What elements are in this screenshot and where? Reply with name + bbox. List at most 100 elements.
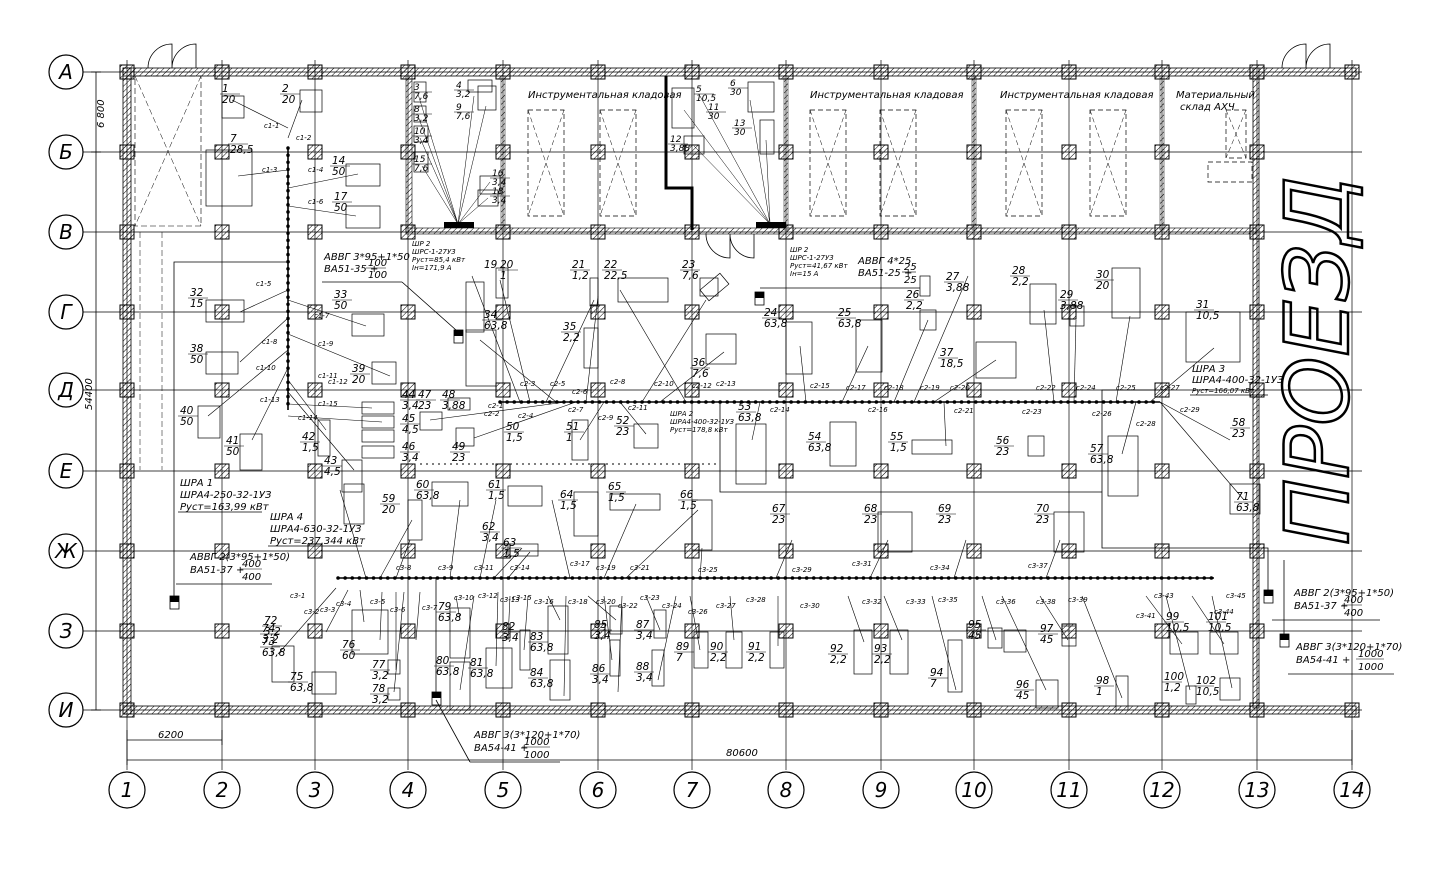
equipment-outline bbox=[1053, 511, 1085, 553]
gate-zone bbox=[134, 75, 202, 227]
col-axis-circle bbox=[389, 771, 427, 809]
equipment-power: 30 bbox=[730, 88, 742, 98]
panel-shra4: ШРА 4 ШРА4-630-32-1УЗ Руст=237,344 кВт bbox=[268, 512, 366, 547]
feeder-line bbox=[421, 165, 459, 225]
column bbox=[873, 623, 889, 639]
feeder-line bbox=[429, 401, 567, 421]
feeder-line bbox=[415, 591, 421, 641]
column bbox=[214, 463, 230, 479]
panel-type: ШРС-1-27У3 bbox=[790, 254, 834, 262]
equipment-number: 85 bbox=[594, 619, 608, 631]
feeder-label: с3-27 bbox=[716, 602, 736, 610]
equipment-outline bbox=[387, 687, 401, 701]
col-axis-label: 3 bbox=[309, 778, 322, 802]
feeder-label: с2-29 bbox=[1180, 406, 1200, 414]
column bbox=[778, 382, 794, 398]
rack bbox=[809, 109, 847, 217]
column bbox=[307, 702, 323, 718]
feeder-label: с1-1 bbox=[264, 122, 279, 130]
feeder-label: с1-5 bbox=[256, 280, 272, 288]
feeder-line bbox=[457, 105, 487, 225]
col-axis-label: 7 bbox=[686, 778, 699, 802]
equipment-number: 19 bbox=[484, 259, 498, 271]
col-axis-circle bbox=[203, 771, 241, 809]
feeder-line bbox=[545, 299, 595, 403]
panel-shra3: ШРА 3 ШРА4-400-32-1УЗ Руст=166,07 кВт bbox=[1190, 364, 1284, 396]
feeder-label: с3-12 bbox=[478, 592, 498, 600]
feeder-label: с3-4 bbox=[336, 600, 351, 608]
feeder-line bbox=[1115, 315, 1131, 403]
feeder-line bbox=[499, 279, 531, 403]
equipment-outline bbox=[317, 419, 331, 457]
equipment-power: 23 bbox=[616, 426, 629, 438]
equipment-26: 262,2 bbox=[904, 289, 924, 312]
panel-name: ШРА 1 bbox=[180, 478, 213, 489]
equipment-power: 23 bbox=[938, 514, 951, 526]
feeder-label: с1-2 bbox=[296, 134, 312, 142]
row-axis-circle bbox=[48, 372, 84, 408]
panel-shra1: ШРА 1 ШРА4-250-32-1УЗ Руст=163,99 кВт bbox=[178, 478, 272, 513]
feeder-line bbox=[493, 547, 523, 579]
feeder-label: с3-15 bbox=[512, 594, 532, 602]
column bbox=[684, 382, 700, 398]
feeder-label: с2-25 bbox=[1116, 384, 1136, 392]
equipment-number: 46 bbox=[402, 441, 416, 453]
feeder-label: с3-35 bbox=[938, 596, 958, 604]
equipment-61: 611,5 bbox=[486, 479, 506, 502]
equipment-outline bbox=[651, 649, 665, 687]
feeder-line bbox=[1039, 595, 1069, 641]
feeder-label: с3-29 bbox=[792, 566, 812, 574]
column bbox=[400, 224, 416, 240]
col-axis-label: 8 bbox=[780, 778, 793, 802]
equipment-number: 12 bbox=[670, 135, 682, 145]
rack bbox=[879, 109, 917, 217]
feeder-line bbox=[237, 169, 289, 177]
feeder-label: с3-25 bbox=[698, 566, 718, 574]
equipment-46: 463,4 bbox=[400, 441, 420, 464]
equipment-9: 97,6 bbox=[454, 103, 474, 122]
equipment-outline bbox=[671, 87, 695, 129]
equipment-power: 7,6 bbox=[682, 270, 699, 282]
feeder-line bbox=[251, 367, 289, 441]
feeder-line bbox=[287, 403, 373, 409]
col-axis-circle bbox=[579, 771, 617, 809]
equipment-power: 3,2 bbox=[262, 634, 279, 646]
equipment-2: 220 bbox=[280, 83, 300, 106]
cable-run bbox=[719, 402, 1102, 493]
feeder-label: с3-37 bbox=[1028, 562, 1048, 570]
rack bbox=[809, 109, 847, 217]
feeder-line bbox=[417, 93, 459, 225]
equipment-23: 237,6 bbox=[680, 259, 700, 282]
equipment-power: 1,2 bbox=[1164, 682, 1181, 694]
feeder-line bbox=[617, 595, 623, 693]
column bbox=[214, 304, 230, 320]
column bbox=[684, 144, 700, 160]
feeder-label: с1-12 bbox=[328, 378, 348, 386]
equipment-number: 3 bbox=[414, 83, 420, 93]
equipment-91: 912,2 bbox=[746, 641, 766, 664]
column bbox=[966, 463, 982, 479]
col-axis-circle bbox=[1238, 771, 1276, 809]
col-axis-label: 4 bbox=[402, 778, 415, 802]
feeder-label: с3-33 bbox=[906, 598, 926, 606]
equipment-number: 50 bbox=[506, 421, 520, 433]
feeder-label: с2-7 bbox=[568, 406, 584, 414]
cable-label-6: АВВГ 3(3*120+1*70) ВА54-41 + 1000 1000 bbox=[435, 699, 580, 763]
feeder-label: с2-15 bbox=[810, 382, 830, 390]
equipment-number: 2 bbox=[282, 83, 289, 95]
feeder-line bbox=[657, 595, 677, 681]
row-axis-circle bbox=[48, 692, 84, 728]
col-axis-label: 6 bbox=[592, 778, 605, 802]
feeder-line bbox=[659, 351, 725, 403]
panel-name: ШР 2 bbox=[790, 246, 809, 254]
breaker-den: 1000 bbox=[524, 750, 549, 761]
feeder-label: с3-36 bbox=[996, 598, 1016, 606]
breaker-den: 1000 bbox=[1358, 662, 1383, 673]
